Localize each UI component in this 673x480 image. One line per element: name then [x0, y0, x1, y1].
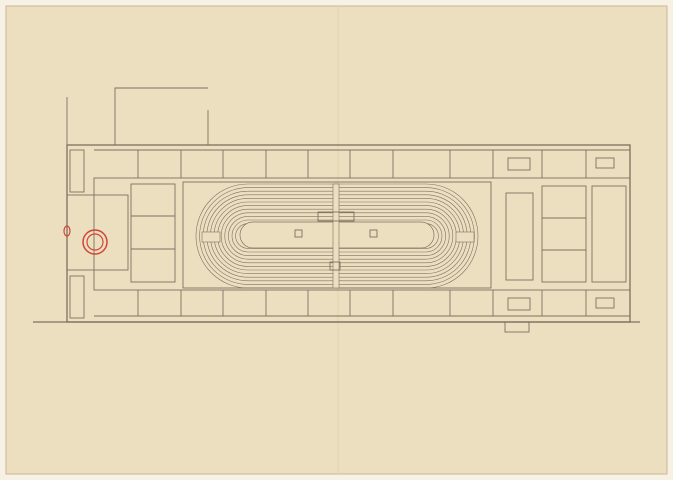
- tribune-platform: [317, 211, 355, 222]
- right-end-room: [591, 185, 627, 283]
- room-dividers: [137, 150, 587, 316]
- stair-top: [507, 157, 531, 171]
- speaker-box: [329, 261, 341, 271]
- auditorium-seating: [195, 183, 479, 289]
- stair-bottom: [507, 297, 531, 311]
- library-stamp-icon: [63, 225, 108, 255]
- left-stair-top: [69, 149, 85, 193]
- aisle: [332, 183, 340, 289]
- left-stair-bottom: [69, 275, 85, 319]
- annex-outline: [114, 87, 208, 145]
- entrance-steps: [504, 321, 530, 333]
- left-hall: [130, 183, 176, 283]
- vestibule: [66, 194, 129, 271]
- right-stair-top: [595, 157, 615, 169]
- aisle: [201, 231, 221, 243]
- arena-pillar-left: [294, 229, 303, 238]
- aisle: [455, 231, 475, 243]
- right-rooms: [541, 185, 587, 283]
- right-long-hall: [505, 192, 534, 281]
- right-stair-bottom: [595, 297, 615, 309]
- arena-pillar-right: [369, 229, 378, 238]
